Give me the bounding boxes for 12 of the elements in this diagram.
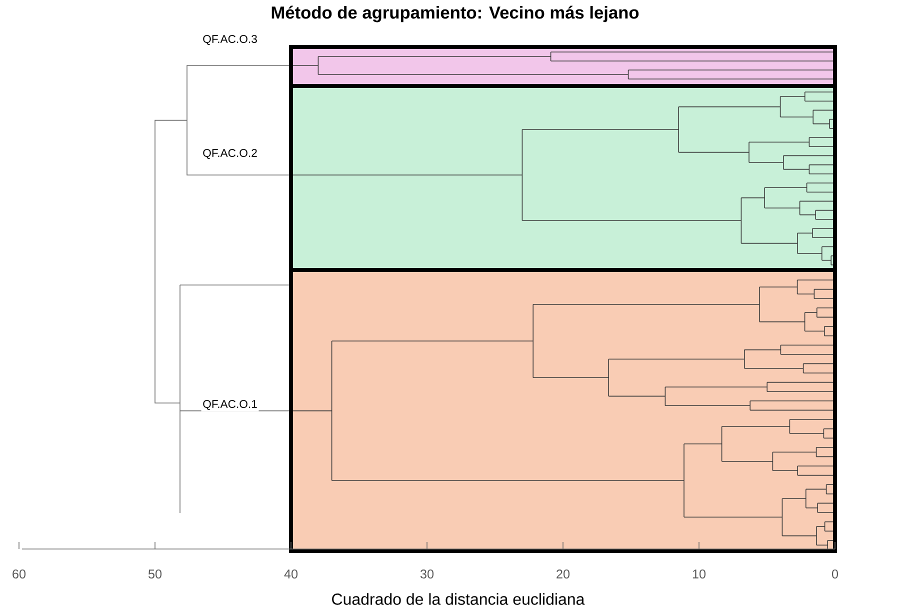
cluster-label: QF.AC.O.3 [203, 34, 257, 46]
axis-title: Cuadrado de la distancia euclidiana [332, 593, 585, 605]
cluster-label: QF.AC.O.1 [203, 400, 257, 410]
tick-label: 40 [284, 570, 298, 578]
chart-title: Método de agrupamiento: Vecino más lejano [272, 6, 639, 22]
cluster-label: QF.AC.O.2 [203, 148, 257, 160]
tick-label: 0 [832, 570, 838, 578]
tick-label: 30 [420, 570, 434, 578]
tick-label: 20 [556, 570, 570, 578]
tick-label: 50 [148, 570, 162, 578]
tick-label: 60 [12, 570, 26, 578]
tick-label: 10 [692, 570, 706, 578]
